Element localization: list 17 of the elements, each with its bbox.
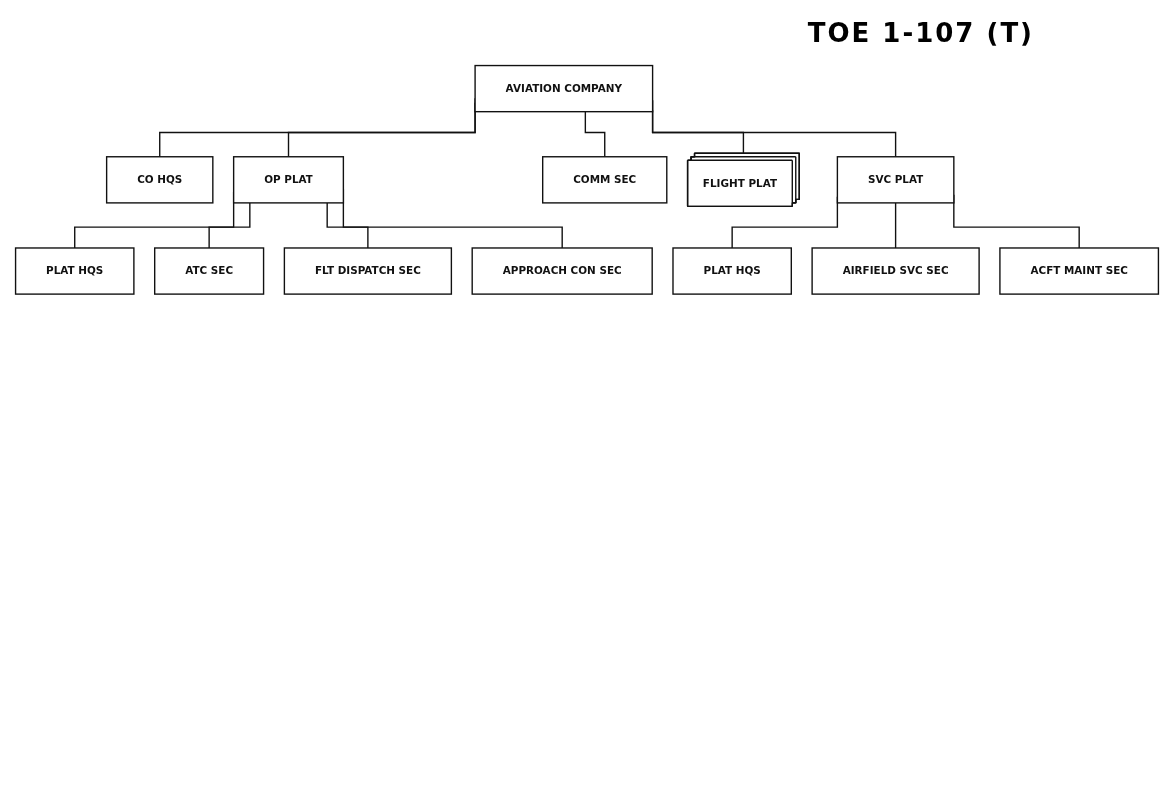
- node-box: PLAT HQS: [14, 247, 135, 295]
- node-box: SVC PLAT: [836, 156, 955, 204]
- connector: [326, 202, 369, 249]
- connector: [584, 111, 606, 158]
- node-box: ACFT MAINT SEC: [999, 247, 1160, 295]
- node-box: FLT DISPATCH SEC: [283, 247, 453, 295]
- node-box: AIRFIELD SVC SEC: [811, 247, 980, 295]
- node-box: COMM SEC: [542, 156, 668, 204]
- connector: [208, 202, 251, 249]
- node-box: CO HQS: [105, 156, 214, 204]
- node-box: AVIATION COMPANY: [474, 64, 654, 113]
- node-box: ATC SEC: [154, 247, 265, 295]
- node-box: OP PLAT: [232, 156, 345, 204]
- node-box: PLAT HQS: [672, 247, 792, 295]
- diagram-title: TOE 1-107 (T): [807, 18, 1034, 48]
- node-box: APPROACH CON SEC: [471, 247, 653, 295]
- connector: [894, 202, 897, 249]
